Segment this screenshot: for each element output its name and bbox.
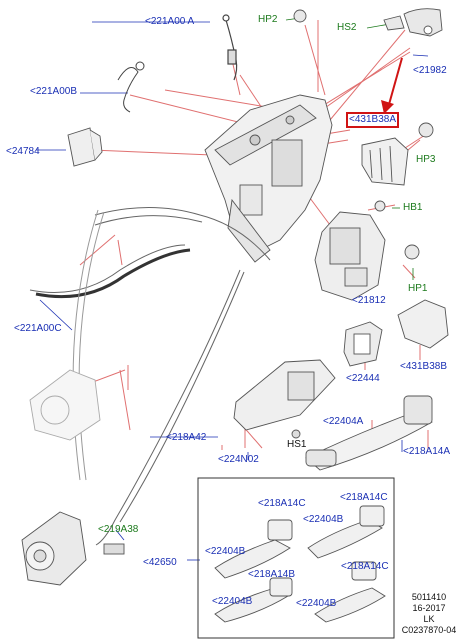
drawing-model: LK xyxy=(423,614,435,624)
cable-221a00a xyxy=(222,14,238,81)
callout-221a00a: <221A00 A xyxy=(145,16,195,27)
fasteners-top xyxy=(293,8,443,260)
callout-21982: <21982 xyxy=(413,65,447,76)
callout-22404b-4: <22404B xyxy=(296,598,337,609)
shield-431b38a xyxy=(361,137,409,186)
handle-bracket-224n02 xyxy=(233,359,336,439)
handle-variants xyxy=(214,505,386,623)
actuator-mid xyxy=(29,369,101,441)
callout-218a14c-3: <218A14C xyxy=(341,561,389,572)
highlight-arrow xyxy=(381,57,403,114)
callout-219a38: <219A38 xyxy=(98,524,139,535)
gasket-22444 xyxy=(343,321,383,367)
latch-assembly xyxy=(204,94,333,263)
callout-hp1: HP1 xyxy=(408,283,428,294)
callout-hb1: HB1 xyxy=(403,202,423,213)
handle-variants-box xyxy=(197,477,395,639)
callout-24784: <24784 xyxy=(6,146,40,157)
lock-module-21812 xyxy=(314,211,386,301)
blue-leaders xyxy=(36,21,429,561)
drawing-reference: C0237870-04 xyxy=(401,625,457,635)
callout-hs1: HS1 xyxy=(287,439,307,450)
shield-431b38b xyxy=(397,299,449,349)
bracket-24784 xyxy=(67,127,103,167)
callout-22404b-2: <22404B xyxy=(205,546,246,557)
callout-22444: <22444 xyxy=(346,373,380,384)
drawing-date: 16-2017 xyxy=(412,603,446,613)
drawing-info: 5011410 16-2017 LK C0237870-04 xyxy=(398,592,460,636)
callout-hp3: HP3 xyxy=(416,154,436,165)
callout-21812: <21812 xyxy=(352,295,386,306)
callout-218a14a: <218A14A xyxy=(403,446,450,457)
callout-hs2: HS2 xyxy=(337,22,357,33)
callout-224n02: <224N02 xyxy=(218,454,259,465)
actuator-42650 xyxy=(21,511,125,586)
cable-runs xyxy=(29,207,271,546)
callout-22404a: <22404A xyxy=(323,416,364,427)
callout-218a14c-1: <218A14C xyxy=(258,498,306,509)
callout-22404b-1: <22404B xyxy=(303,514,344,525)
callout-218a42: <218A42 xyxy=(166,432,207,443)
callout-218a14b: <218A14B xyxy=(248,569,295,580)
callout-221a00c: <221A00C xyxy=(14,323,62,334)
callout-hp2: HP2 xyxy=(258,14,278,25)
callout-42650: <42650 xyxy=(143,557,177,568)
callout-431b38a: <431B38A xyxy=(346,112,399,128)
outer-handle xyxy=(305,395,433,471)
callout-221a00b: <221A00B xyxy=(30,86,77,97)
callout-218a14c-2: <218A14C xyxy=(340,492,388,503)
callout-22404b-3: <22404B xyxy=(212,596,253,607)
drawing-number: 5011410 xyxy=(411,592,447,602)
cable-221a00b xyxy=(117,61,145,113)
callout-431b38b: <431B38B xyxy=(400,361,447,372)
